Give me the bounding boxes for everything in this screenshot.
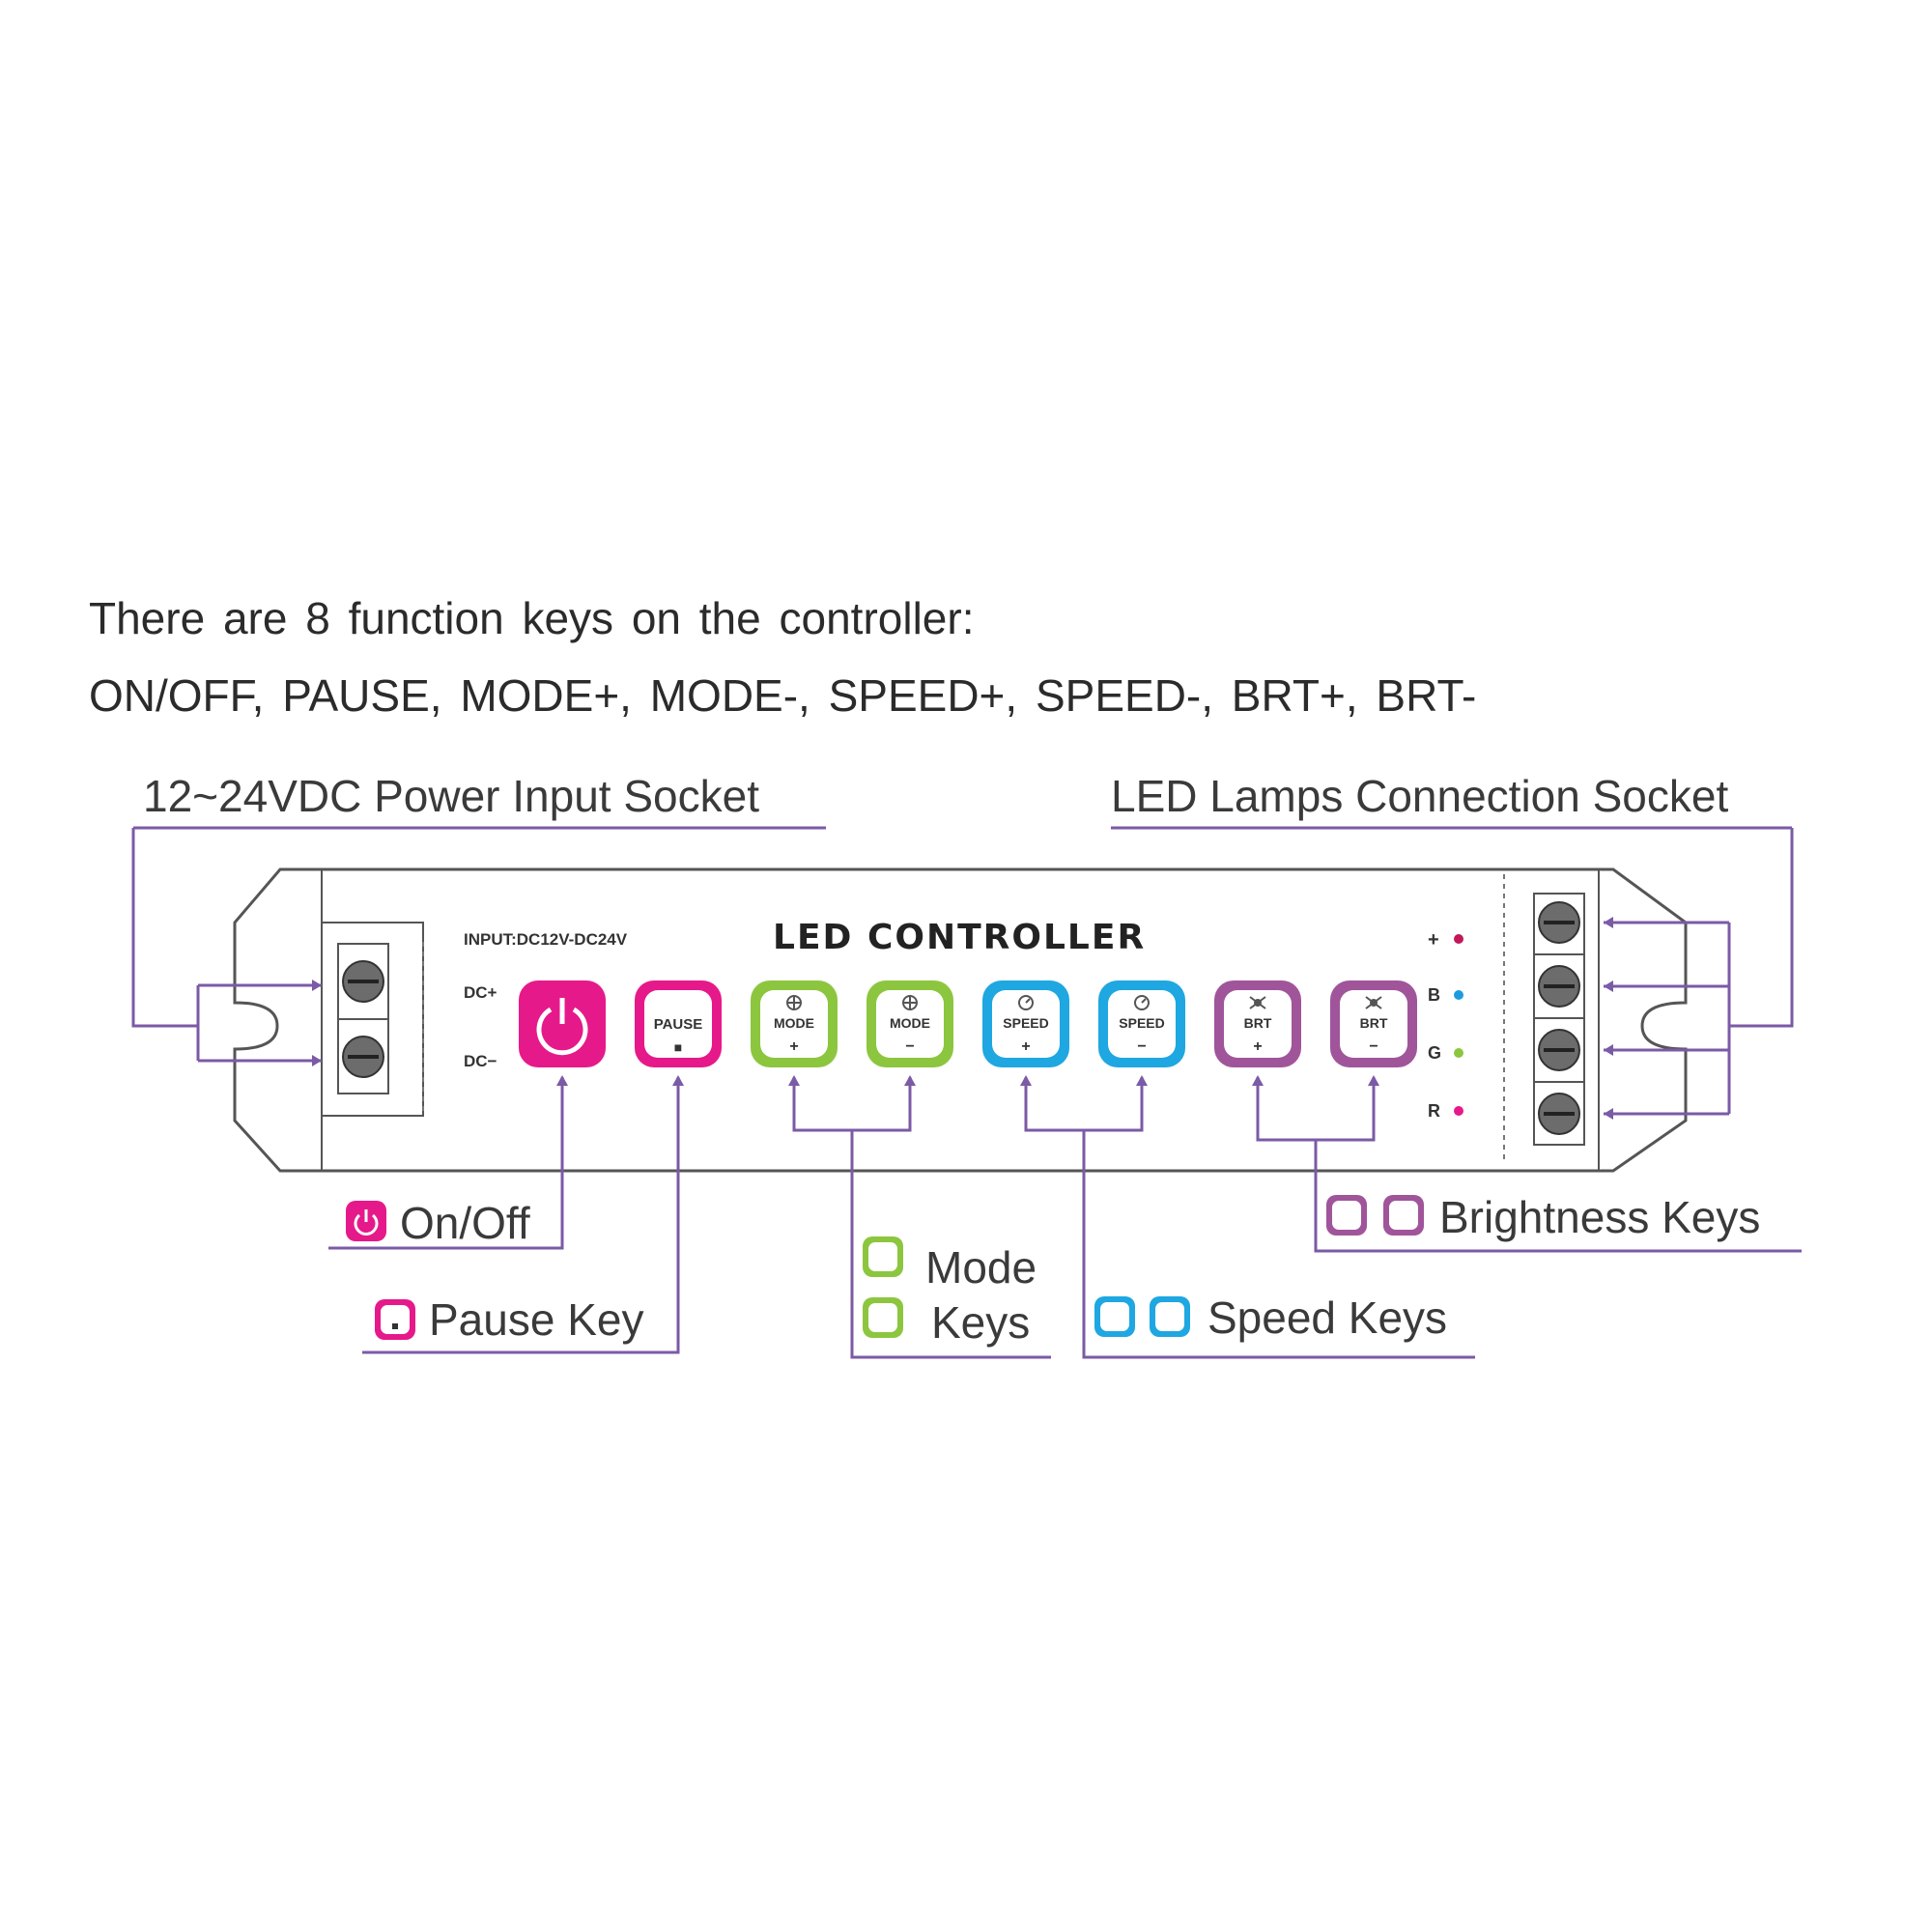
output-terminal-block bbox=[1533, 893, 1585, 1146]
dc-plus-screw-icon bbox=[342, 960, 384, 1003]
brt-plus-key-text: BRT bbox=[1244, 1015, 1272, 1031]
power-icon bbox=[536, 998, 588, 1056]
pause-label: Pause Key bbox=[429, 1294, 643, 1345]
brightness-icon bbox=[1326, 1195, 1367, 1236]
brightness-icon bbox=[1249, 996, 1266, 1009]
speed-icon bbox=[1094, 1296, 1135, 1337]
pause-key-text: PAUSE bbox=[654, 1016, 703, 1033]
output-dot-b bbox=[1454, 990, 1463, 1000]
pause-key[interactable]: PAUSE ■ bbox=[635, 980, 722, 1067]
mode-icon bbox=[863, 1236, 903, 1277]
speed-label: Speed Keys bbox=[1208, 1293, 1447, 1343]
mode-minus-key-text: MODE bbox=[890, 1015, 930, 1031]
mode-minus-sign: − bbox=[905, 1038, 914, 1055]
mode-plus-key-text: MODE bbox=[774, 1015, 814, 1031]
mode-minus-key[interactable]: MODE − bbox=[867, 980, 953, 1067]
controller-body bbox=[233, 867, 1688, 1173]
brt-plus-sign: + bbox=[1253, 1038, 1262, 1055]
mode-icon bbox=[786, 995, 802, 1010]
brt-minus-key[interactable]: BRT − bbox=[1330, 980, 1417, 1067]
led-socket-label: LED Lamps Connection Socket bbox=[1111, 771, 1728, 821]
output-dot-r bbox=[1454, 1106, 1463, 1116]
pause-icon bbox=[375, 1299, 415, 1340]
brightness-label: Brightness Keys bbox=[1439, 1192, 1760, 1242]
brt-plus-key[interactable]: BRT + bbox=[1214, 980, 1301, 1067]
intro-line-2: ON/OFF, PAUSE, MODE+, MODE-, SPEED+, SPE… bbox=[89, 670, 1476, 721]
power-terminal-block bbox=[337, 943, 389, 1094]
power-socket-label: 12~24VDC Power Input Socket bbox=[143, 771, 759, 821]
speed-plus-key-text: SPEED bbox=[1003, 1015, 1048, 1031]
brightness-callout: Brightness Keys bbox=[1326, 1192, 1760, 1242]
speed-plus-key[interactable]: SPEED + bbox=[982, 980, 1069, 1067]
output-labels: + B G R bbox=[1428, 929, 1463, 1121]
mode-label-line2: Keys bbox=[931, 1297, 1030, 1348]
onoff-callout: On/Off bbox=[346, 1198, 530, 1248]
output-screw-icon bbox=[1538, 1093, 1580, 1135]
dc-minus-screw-icon bbox=[342, 1036, 384, 1078]
speed-minus-key[interactable]: SPEED − bbox=[1098, 980, 1185, 1067]
pause-icon: ■ bbox=[674, 1039, 682, 1055]
on-off-key[interactable] bbox=[519, 980, 606, 1067]
brightness-icon bbox=[1383, 1195, 1424, 1236]
output-screw-icon bbox=[1538, 1029, 1580, 1071]
mode-icon bbox=[902, 995, 918, 1010]
speed-minus-sign: − bbox=[1137, 1038, 1146, 1055]
output-screw-icon bbox=[1538, 901, 1580, 944]
output-dot-plus bbox=[1454, 934, 1463, 944]
output-label-plus: + bbox=[1428, 929, 1439, 951]
mode-icon bbox=[863, 1297, 903, 1338]
power-icon bbox=[346, 1201, 386, 1241]
speed-minus-key-text: SPEED bbox=[1119, 1015, 1164, 1031]
brt-minus-sign: − bbox=[1369, 1038, 1378, 1055]
output-dot-g bbox=[1454, 1048, 1463, 1058]
speed-plus-sign: + bbox=[1021, 1038, 1030, 1055]
brt-minus-key-text: BRT bbox=[1360, 1015, 1388, 1031]
output-label-g: G bbox=[1428, 1043, 1441, 1063]
speed-callout: Speed Keys bbox=[1094, 1293, 1447, 1343]
speed-icon bbox=[1018, 995, 1034, 1010]
speed-icon bbox=[1134, 995, 1150, 1010]
pause-callout: Pause Key bbox=[375, 1294, 643, 1345]
mode-plus-sign: + bbox=[789, 1038, 798, 1055]
onoff-label: On/Off bbox=[400, 1198, 530, 1248]
output-label-b: B bbox=[1428, 985, 1440, 1005]
input-rating-label: INPUT:DC12V-DC24V bbox=[464, 930, 628, 949]
device-title: LED CONTROLLER bbox=[773, 918, 1146, 957]
arrowheads bbox=[312, 917, 1613, 1120]
speed-icon bbox=[1150, 1296, 1190, 1337]
mode-callout: Mode Keys bbox=[863, 1236, 1037, 1348]
dc-plus-label: DC+ bbox=[464, 983, 497, 1002]
mode-plus-key[interactable]: MODE + bbox=[751, 980, 838, 1067]
mode-label-line1: Mode bbox=[925, 1242, 1037, 1293]
brightness-icon bbox=[1365, 996, 1382, 1009]
output-label-r: R bbox=[1428, 1101, 1440, 1121]
output-screw-icon bbox=[1538, 965, 1580, 1008]
dc-minus-label: DC− bbox=[464, 1052, 497, 1070]
intro-line-1: There are 8 function keys on the control… bbox=[89, 593, 974, 643]
leader-lines bbox=[131, 828, 1802, 1359]
